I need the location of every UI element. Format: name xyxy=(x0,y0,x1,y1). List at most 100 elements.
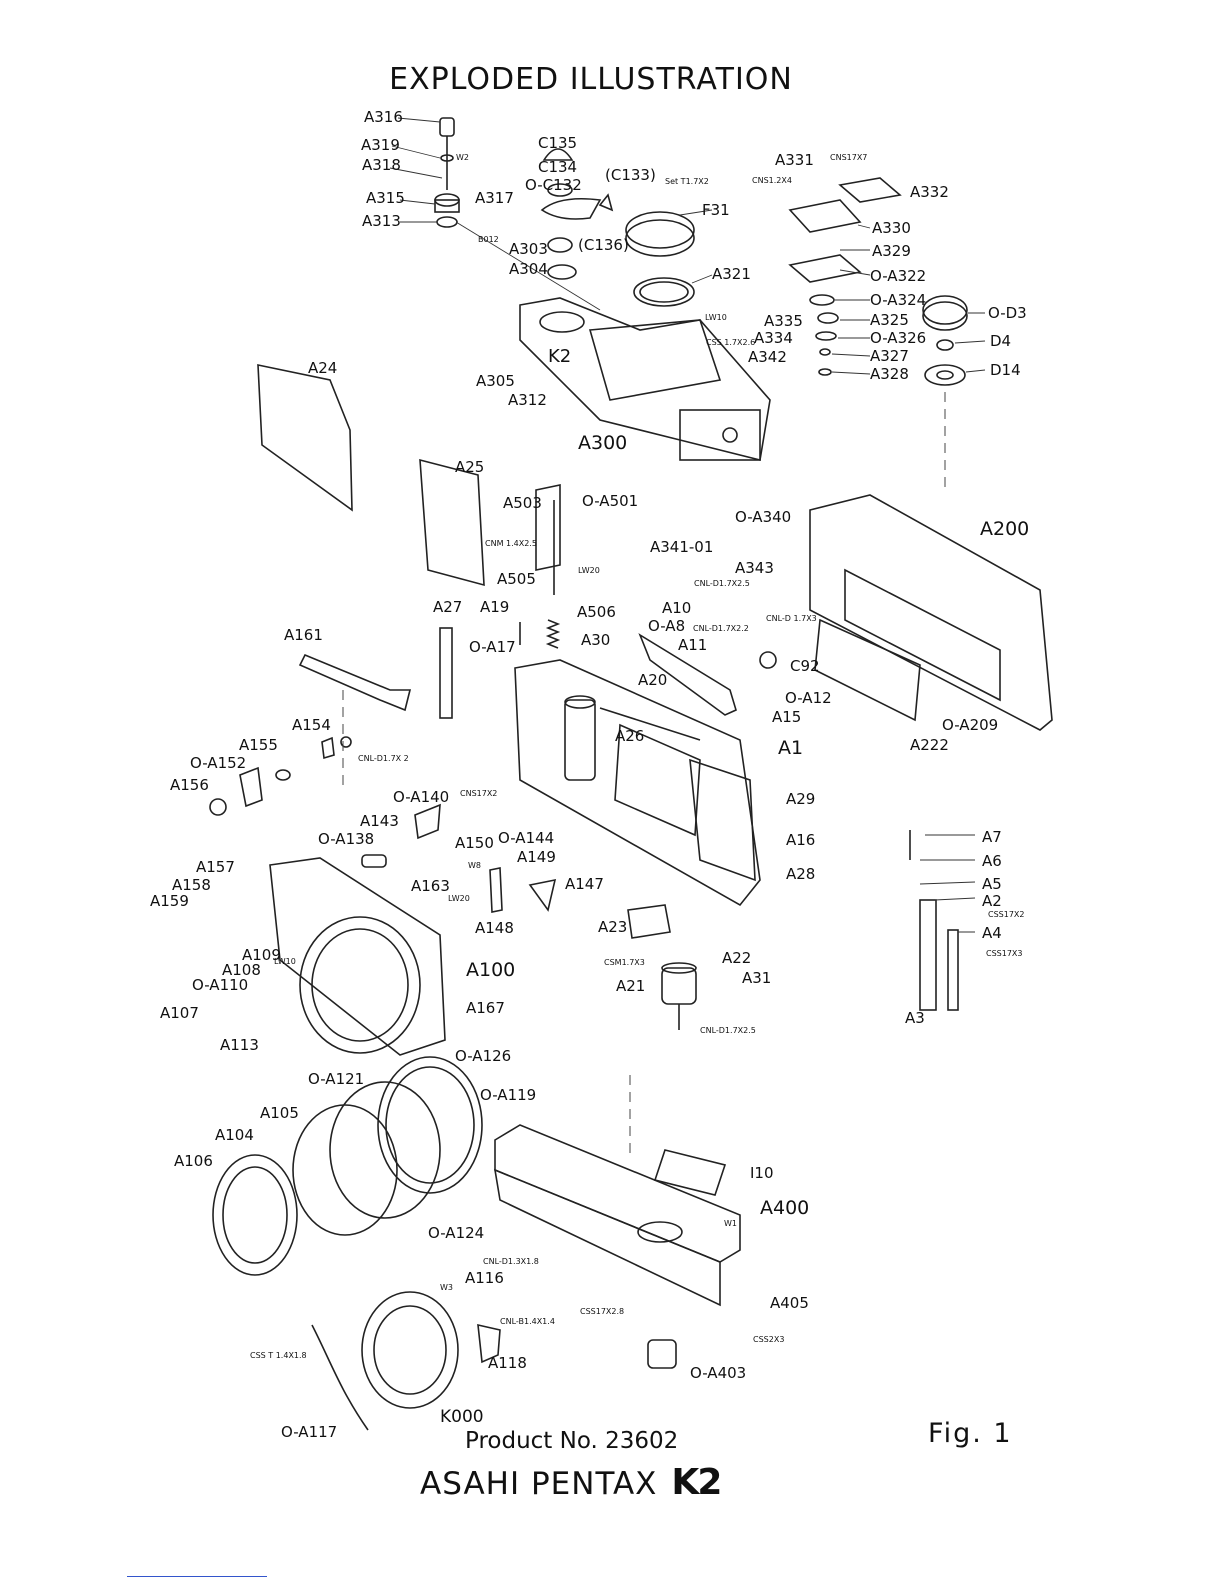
label-CNLD13X18: CNL-D1.3X1.8 xyxy=(483,1257,539,1266)
label-A157: A157 xyxy=(196,858,235,876)
label-A2: A2 xyxy=(982,892,1002,910)
covering-panels xyxy=(257,364,485,587)
label-O-C132: O-C132 xyxy=(525,176,582,194)
label-A147: A147 xyxy=(565,875,604,893)
main-body xyxy=(514,659,761,907)
label-CSS2X3: CSS2X3 xyxy=(753,1335,784,1344)
label-A5: A5 xyxy=(982,875,1002,893)
label-A313: A313 xyxy=(362,212,401,230)
label-CNS17X2: CNS17X2 xyxy=(460,789,497,798)
label-C135: C135 xyxy=(538,134,577,152)
label-A31: A31 xyxy=(742,969,771,987)
page-title: EXPLODED ILLUSTRATION xyxy=(389,62,793,97)
label-A334: A334 xyxy=(754,329,793,347)
label-A113: A113 xyxy=(220,1036,259,1054)
label-O-A322: O-A322 xyxy=(870,267,926,285)
label-A15: A15 xyxy=(772,708,801,726)
label-C134: C134 xyxy=(538,158,577,176)
label-O-A209: O-A209 xyxy=(942,716,998,734)
label-O-A144: O-A144 xyxy=(498,829,554,847)
label-CNLD172: CNL-D1.7X 2 xyxy=(358,754,409,763)
label-A163: A163 xyxy=(411,877,450,895)
label-A329: A329 xyxy=(872,242,911,260)
label-LW10: LW10 xyxy=(705,313,727,322)
label-A155: A155 xyxy=(239,736,278,754)
lever-assembly xyxy=(599,633,777,741)
label-A222: A222 xyxy=(910,736,949,754)
hotshoe-plates xyxy=(788,177,902,376)
back-door xyxy=(809,494,1053,731)
label-CNM: CNM 1.4X2.5 xyxy=(485,539,537,548)
label-D14: D14 xyxy=(990,361,1021,379)
label-LW20a: LW20 xyxy=(578,566,600,575)
label-CSM17X3: CSM1.7X3 xyxy=(604,958,645,967)
label-CNLD17X3: CNL-D 1.7X3 xyxy=(766,614,817,623)
label-A106: A106 xyxy=(174,1152,213,1170)
label-A328: A328 xyxy=(870,365,909,383)
label-A100: A100 xyxy=(466,959,515,981)
label-A149: A149 xyxy=(517,848,556,866)
label-A16: A16 xyxy=(786,831,815,849)
label-A3: A3 xyxy=(905,1009,925,1027)
label-A22: A22 xyxy=(722,949,751,967)
rewind-crank-group xyxy=(922,295,986,490)
label-A109: A109 xyxy=(242,946,281,964)
label-CSS17X2: CSS17X2 xyxy=(988,910,1025,919)
label-A335: A335 xyxy=(764,312,803,330)
label-A118: A118 xyxy=(488,1354,527,1372)
label-A316: A316 xyxy=(364,108,403,126)
label-A4: A4 xyxy=(982,924,1002,942)
label-A143: A143 xyxy=(360,812,399,830)
brand-mark: K2 xyxy=(671,1462,722,1503)
label-A312: A312 xyxy=(508,391,547,409)
label-I10: I10 xyxy=(750,1164,774,1182)
rewind-knob-group xyxy=(540,148,614,280)
product-number: Product No. 23602 xyxy=(465,1428,679,1454)
shutter-dial-group xyxy=(389,117,601,311)
label-CNLB14X14: CNL-B1.4X1.4 xyxy=(500,1317,555,1326)
footer-link-underline xyxy=(127,1576,267,1577)
brand-name: ASAHI PENTAX xyxy=(420,1466,658,1502)
label-A105: A105 xyxy=(260,1104,299,1122)
label-A161: A161 xyxy=(284,626,323,644)
label-A321: A321 xyxy=(712,265,751,283)
label-A200: A200 xyxy=(980,518,1029,540)
label-LW20b: LW20 xyxy=(448,894,470,903)
label-CSS17X3: CSS17X3 xyxy=(986,949,1023,958)
top-cover xyxy=(519,297,771,461)
label-A318: A318 xyxy=(362,156,401,174)
label-LW10b: LW10 xyxy=(274,957,296,966)
label-A327: A327 xyxy=(870,347,909,365)
label-A30: A30 xyxy=(581,631,610,649)
label-O-A17: O-A17 xyxy=(469,638,516,656)
label-A29: A29 xyxy=(786,790,815,808)
label-W2: W2 xyxy=(456,153,469,162)
label-A7: A7 xyxy=(982,828,1002,846)
label-A27: A27 xyxy=(433,598,462,616)
brand-line: ASAHI PENTAX K2 xyxy=(420,1462,722,1503)
label-C136: (C136) xyxy=(578,236,629,254)
figure-label: Fig. 1 xyxy=(928,1418,1013,1449)
label-A26: A26 xyxy=(615,727,644,745)
label-A319: A319 xyxy=(361,136,400,154)
label-A305: A305 xyxy=(476,372,515,390)
label-O-A12: O-A12 xyxy=(785,689,832,707)
k-mount-adapter xyxy=(311,1291,501,1431)
label-O-A140: O-A140 xyxy=(393,788,449,806)
label-O-A117: O-A117 xyxy=(281,1423,337,1441)
label-A24: A24 xyxy=(308,359,337,377)
label-O-A126: O-A126 xyxy=(455,1047,511,1065)
label-CSS17X28: CSS17X2.8 xyxy=(580,1307,624,1316)
label-D4: D4 xyxy=(990,332,1011,350)
label-A108: A108 xyxy=(222,961,261,979)
label-C133: (C133) xyxy=(605,166,656,184)
label-A25: A25 xyxy=(455,458,484,476)
label-A156: A156 xyxy=(170,776,209,794)
label-A331: A331 xyxy=(775,151,814,169)
label-A400: A400 xyxy=(760,1197,809,1219)
label-O-A110: O-A110 xyxy=(192,976,248,994)
label-A34101: A341-01 xyxy=(650,538,713,556)
label-CSST: CSS T 1.4X1.8 xyxy=(250,1351,307,1360)
label-O-A152: O-A152 xyxy=(190,754,246,772)
